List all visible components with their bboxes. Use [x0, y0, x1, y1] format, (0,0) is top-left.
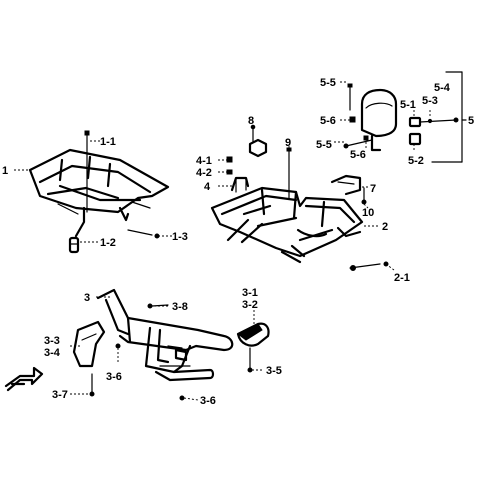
- bolt-10: [361, 187, 367, 205]
- bolt-1-1: [84, 130, 90, 213]
- label-1-1: 1-1: [100, 136, 116, 148]
- label-3-2: 3-2: [242, 299, 258, 311]
- label-5-2: 5-2: [408, 155, 424, 167]
- label-5-4: 5-4: [434, 82, 451, 94]
- callout-labels: 1 1-1 1-2 1-3 2 2-1 3 3-1 3-2 3-3 3-4 3-…: [2, 77, 474, 407]
- bolt-5-3: [419, 117, 459, 124]
- label-7: 7: [370, 183, 376, 195]
- bolt-3-5: [247, 347, 253, 373]
- nut-1-2: [68, 236, 80, 254]
- bracket-7: [330, 174, 362, 196]
- label-5-3: 5-3: [422, 95, 438, 107]
- label-2: 2: [382, 221, 388, 233]
- label-3-6-left: 3-6: [106, 371, 122, 383]
- label-1-2: 1-2: [100, 237, 116, 249]
- label-2-1: 2-1: [394, 272, 410, 284]
- label-3-6-bottom: 3-6: [200, 395, 216, 407]
- label-3-5: 3-5: [266, 365, 282, 377]
- washer-5-6-low: [363, 135, 369, 141]
- label-10: 10: [362, 207, 374, 219]
- label-4-1: 4-1: [196, 155, 212, 167]
- bushing-5-1: [408, 116, 422, 128]
- label-5-6-top: 5-6: [320, 115, 336, 127]
- label-5: 5: [468, 115, 474, 127]
- label-5-6-low: 5-6: [350, 149, 366, 161]
- label-5-1: 5-1: [400, 99, 416, 111]
- bolt-3-6b: [179, 395, 185, 401]
- label-3-3: 3-3: [44, 335, 60, 347]
- bracket-4: [230, 176, 250, 193]
- label-4: 4: [204, 181, 211, 193]
- nut-5-6-top: [349, 116, 356, 123]
- label-5-5-top: 5-5: [320, 77, 336, 89]
- front-bumper: [96, 288, 234, 382]
- label-3: 3: [84, 292, 90, 304]
- label-3-7: 3-7: [52, 389, 68, 401]
- clamp-8: [248, 124, 268, 158]
- pad-3-1-3-2: [236, 322, 270, 347]
- bolt-1-3: [127, 229, 160, 239]
- rear-rack: [210, 186, 364, 264]
- front-direction-arrow-icon: [4, 366, 44, 392]
- backrest-pad: [360, 88, 398, 152]
- bolt-5-5-low: [343, 139, 373, 149]
- label-4-2: 4-2: [196, 167, 212, 179]
- bolt-3-6a: [115, 343, 121, 349]
- bolt-3-7: [89, 373, 95, 397]
- spacer-5-2: [408, 132, 422, 146]
- leader-lines: [14, 71, 467, 401]
- label-3-8: 3-8: [172, 301, 188, 313]
- label-1-3: 1-3: [172, 231, 188, 243]
- label-8: 8: [248, 115, 254, 127]
- guard-3-3-3-4: [72, 320, 106, 368]
- label-5-5-low: 5-5: [316, 139, 332, 151]
- label-9: 9: [285, 137, 291, 149]
- label-1: 1: [2, 165, 8, 177]
- label-3-1: 3-1: [242, 287, 258, 299]
- bolt-2-1: [349, 261, 389, 271]
- nut-4-1: [226, 156, 233, 163]
- bolt-5-5-top: [347, 83, 353, 111]
- front-rack: [28, 148, 170, 238]
- label-3-4: 3-4: [44, 347, 61, 359]
